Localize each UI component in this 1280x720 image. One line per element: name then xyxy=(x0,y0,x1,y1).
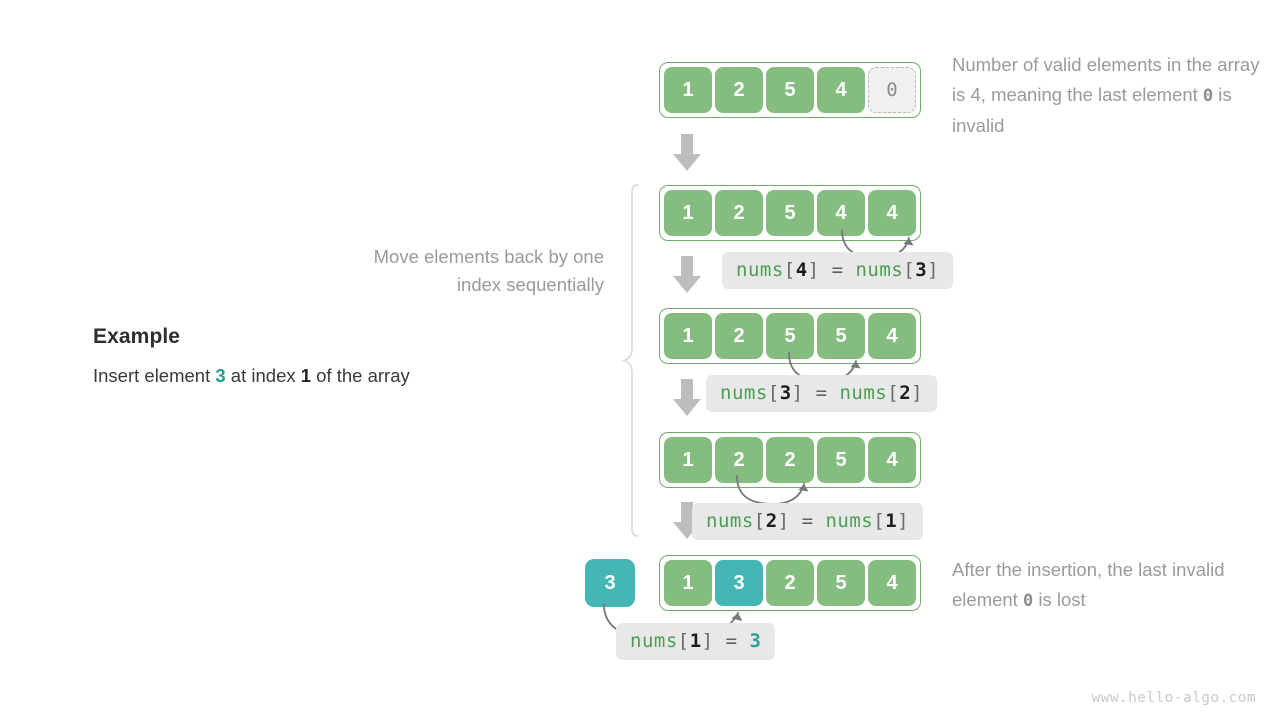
array-cell: 2 xyxy=(766,560,814,606)
code-bracket: [ xyxy=(677,630,690,652)
code-fn: nums xyxy=(736,259,784,281)
down-arrow-icon xyxy=(672,379,702,417)
array-cell: 5 xyxy=(817,437,865,483)
array-cell: 2 xyxy=(715,313,763,359)
code-index: 4 xyxy=(795,259,808,281)
code-fn: nums xyxy=(855,259,904,281)
annotation-bottom-pre: After the insertion, the last invalid el… xyxy=(952,559,1225,610)
annotation-top-value: 0 xyxy=(1202,86,1214,106)
array-cell: 1 xyxy=(664,67,712,113)
array-step-1: 1 2 5 4 4 xyxy=(659,185,921,241)
array-cell: 1 xyxy=(664,313,712,359)
array-cell: 1 xyxy=(664,437,712,483)
code-bracket: ] xyxy=(791,382,804,404)
down-arrow-icon xyxy=(672,256,702,294)
array-cell-inserted: 3 xyxy=(715,560,763,606)
code-bracket: [ xyxy=(783,259,796,281)
code-bracket: ] xyxy=(701,630,714,652)
example-desc-post: of the array xyxy=(311,365,410,386)
grouping-brace xyxy=(621,183,640,538)
code-label-final: nums[1] = 3 xyxy=(616,623,776,660)
example-desc-value: 3 xyxy=(215,365,226,386)
code-equals: = xyxy=(831,259,844,281)
code-equals: = xyxy=(801,510,814,532)
array-cell: 5 xyxy=(817,313,865,359)
code-value: 3 xyxy=(749,630,762,652)
array-cell: 1 xyxy=(664,560,712,606)
array-cell: 4 xyxy=(817,67,865,113)
array-cell: 2 xyxy=(715,67,763,113)
array-cell: 4 xyxy=(817,190,865,236)
code-index: 2 xyxy=(765,510,778,532)
code-fn: nums xyxy=(720,382,768,404)
annotation-bottom: After the insertion, the last invalid el… xyxy=(952,555,1262,616)
array-cell: 4 xyxy=(868,190,916,236)
array-initial: 1 2 5 4 0 xyxy=(659,62,921,118)
code-index: 3 xyxy=(779,382,792,404)
example-block: Example Insert element 3 at index 1 of t… xyxy=(93,325,593,387)
array-step-3: 1 2 2 5 4 xyxy=(659,432,921,488)
code-bracket: [ xyxy=(753,510,766,532)
example-desc-pre: Insert element xyxy=(93,365,216,386)
down-arrow-icon xyxy=(672,134,702,172)
code-label-step-3: nums[2] = nums[1] xyxy=(692,503,924,540)
example-title: Example xyxy=(93,325,181,348)
array-cell-invalid: 0 xyxy=(868,67,916,113)
code-fn: nums xyxy=(706,510,754,532)
annotation-top-post: is invalid xyxy=(952,84,1232,136)
annotation-top-pre: Number of valid elements in the array is… xyxy=(952,54,1260,105)
code-index: 1 xyxy=(689,630,702,652)
annotation-bottom-value: 0 xyxy=(1022,591,1034,611)
annotation-top: Number of valid elements in the array is… xyxy=(952,50,1262,141)
code-index: 2 xyxy=(899,382,912,404)
code-equals: = xyxy=(725,630,738,652)
code-fn: nums xyxy=(839,382,888,404)
code-fn: nums xyxy=(630,630,678,652)
example-desc-index: 1 xyxy=(300,365,312,386)
array-final: 1 3 2 5 4 xyxy=(659,555,921,611)
code-fn: nums xyxy=(825,510,874,532)
code-bracket: ] xyxy=(911,382,924,404)
example-desc-mid: at index xyxy=(225,365,301,386)
array-cell: 5 xyxy=(766,313,814,359)
array-cell: 4 xyxy=(868,560,916,606)
code-bracket: ] xyxy=(777,510,790,532)
array-cell: 5 xyxy=(766,190,814,236)
insert-value-box: 3 xyxy=(585,559,635,607)
array-cell: 2 xyxy=(715,437,763,483)
array-cell: 2 xyxy=(766,437,814,483)
code-bracket: [ xyxy=(767,382,780,404)
code-bracket: ] xyxy=(807,259,820,281)
move-elements-caption: Move elements back by one index sequenti… xyxy=(373,246,604,295)
code-index: 3 xyxy=(915,259,928,281)
code-bracket: [ xyxy=(873,510,886,532)
code-label-step-1: nums[4] = nums[3] xyxy=(722,252,954,289)
annotation-bottom-post: is lost xyxy=(1033,589,1086,610)
example-description: Insert element 3 at index 1 of the array xyxy=(93,365,593,387)
code-bracket: [ xyxy=(903,259,916,281)
array-cell: 5 xyxy=(766,67,814,113)
code-index: 1 xyxy=(885,510,898,532)
array-cell: 2 xyxy=(715,190,763,236)
array-step-2: 1 2 5 5 4 xyxy=(659,308,921,364)
code-bracket: [ xyxy=(887,382,900,404)
code-bracket: ] xyxy=(897,510,910,532)
code-label-step-2: nums[3] = nums[2] xyxy=(706,375,938,412)
array-cell: 1 xyxy=(664,190,712,236)
array-cell: 4 xyxy=(868,437,916,483)
array-cell: 4 xyxy=(868,313,916,359)
code-equals: = xyxy=(815,382,828,404)
watermark: www.hello-algo.com xyxy=(1091,690,1256,706)
array-cell: 5 xyxy=(817,560,865,606)
code-bracket: ] xyxy=(927,259,940,281)
